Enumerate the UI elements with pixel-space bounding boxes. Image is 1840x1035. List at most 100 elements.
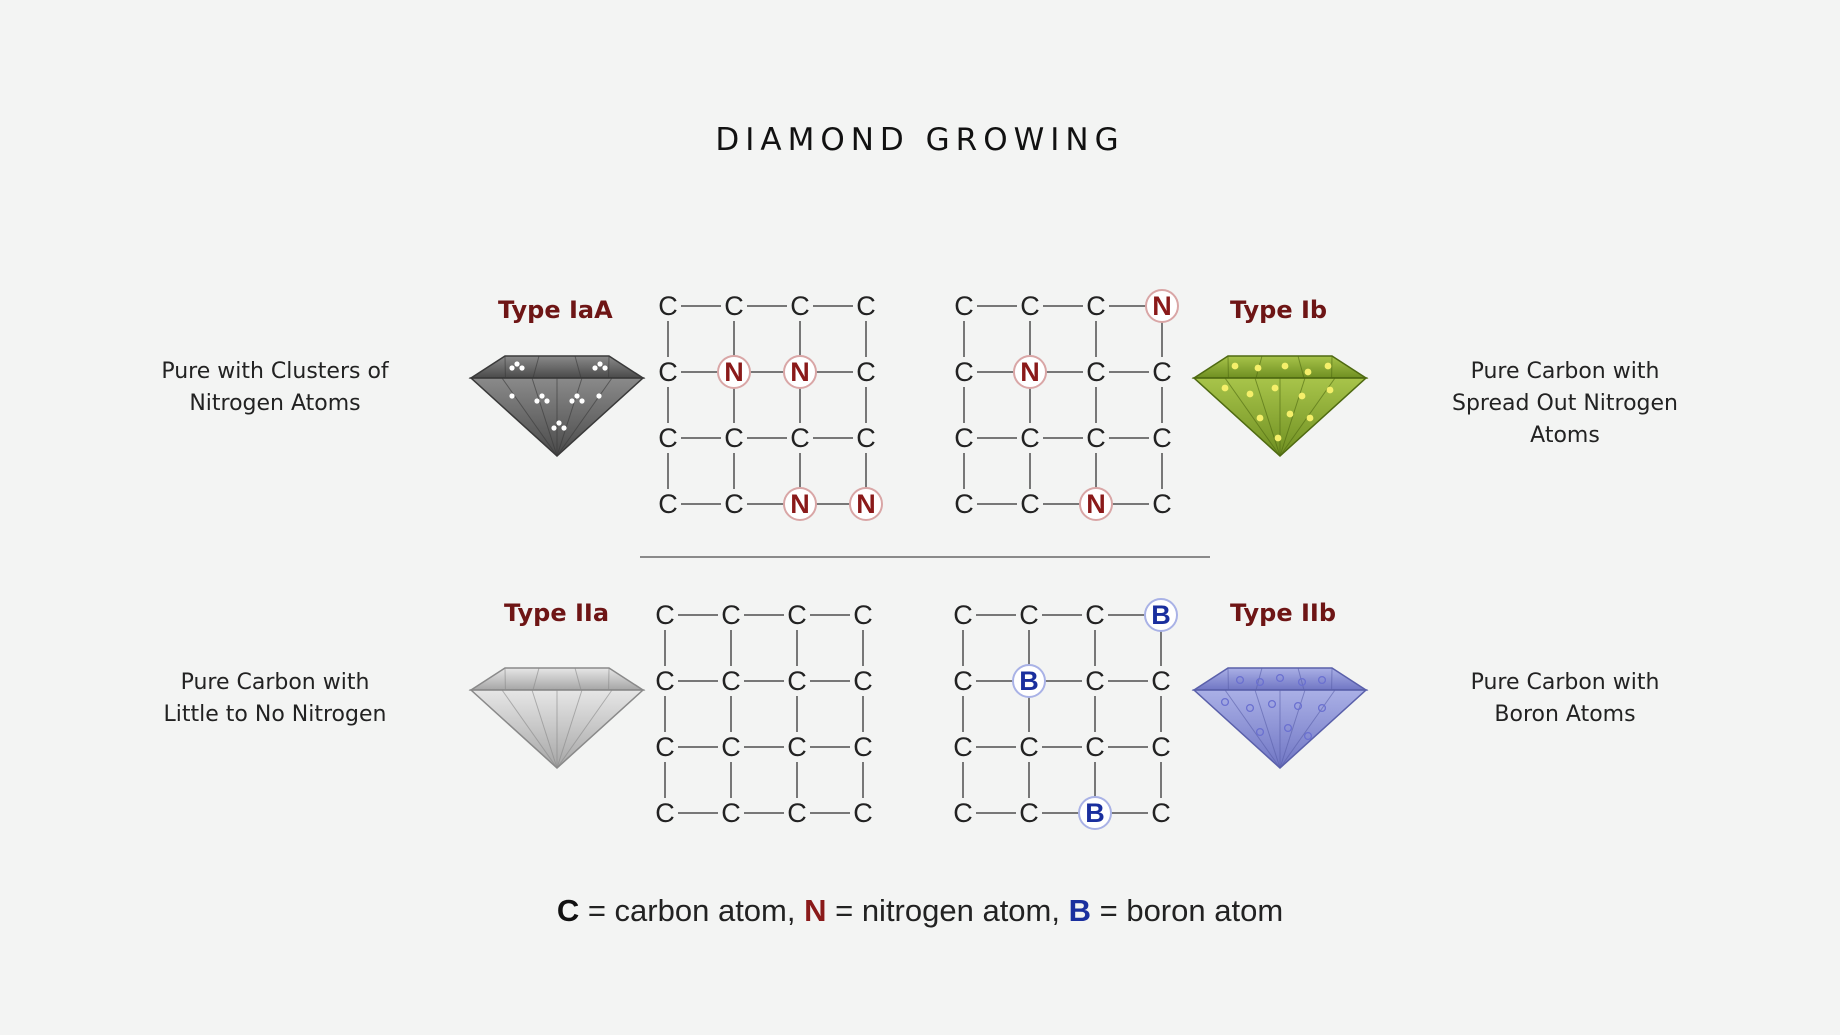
carbon-atom: C	[658, 357, 678, 387]
description-line: Pure Carbon with	[180, 670, 370, 695]
description-type-iia: Pure Carbon with Little to No Nitrogen	[110, 667, 440, 731]
nitrogen-atom-ring	[1079, 487, 1113, 521]
carbon-atom: C	[1019, 732, 1039, 762]
carbon-atom: C	[655, 798, 675, 828]
carbon-atom: C	[1019, 798, 1039, 828]
nitrogen-atom-ring	[783, 355, 817, 389]
carbon-atom: C	[1086, 357, 1106, 387]
boron-atom: B	[1085, 798, 1105, 828]
description-type-iaa: Pure with Clusters of Nitrogen Atoms	[110, 356, 440, 420]
type-label-iia: Type IIa	[504, 599, 610, 627]
nitrogen-atom: N	[790, 357, 810, 387]
legend: C = carbon atom, N = nitrogen atom, B = …	[0, 893, 1840, 929]
carbon-atom: C	[721, 732, 741, 762]
carbon-atom: C	[655, 666, 675, 696]
nitrogen-atom-ring	[783, 487, 817, 521]
carbon-atom: C	[954, 489, 974, 519]
legend-carbon-symbol: C	[556, 893, 580, 928]
nitrogen-atom: N	[1020, 357, 1040, 387]
carbon-atom: C	[787, 600, 807, 630]
description-line: Pure Carbon with	[1470, 359, 1660, 384]
carbon-atom: C	[655, 600, 675, 630]
diamond-gem-icon	[468, 667, 646, 770]
carbon-atom: C	[1085, 732, 1105, 762]
nitrogen-atom-ring	[849, 487, 883, 521]
carbon-atom: C	[658, 489, 678, 519]
diamond-gem-icon	[468, 355, 646, 458]
carbon-atom: C	[1085, 600, 1105, 630]
carbon-atom: C	[853, 666, 873, 696]
description-type-iib: Pure Carbon with Boron Atoms	[1400, 667, 1730, 731]
carbon-atom: C	[658, 291, 678, 321]
carbon-atom: C	[856, 357, 876, 387]
carbon-atom: C	[787, 798, 807, 828]
page-title: DIAMOND GROWING	[715, 122, 1125, 158]
carbon-atom: C	[1151, 666, 1171, 696]
carbon-atom: C	[1152, 357, 1172, 387]
nitrogen-atom: N	[1086, 489, 1106, 519]
carbon-atom: C	[853, 798, 873, 828]
type-label-iib: Type IIb	[1230, 599, 1337, 627]
description-type-ib: Pure Carbon with Spread Out Nitrogen Ato…	[1400, 356, 1730, 452]
carbon-atom: C	[655, 732, 675, 762]
carbon-atom: C	[790, 291, 810, 321]
carbon-atom: C	[787, 732, 807, 762]
carbon-atom: C	[1020, 291, 1040, 321]
carbon-atom: C	[853, 732, 873, 762]
carbon-atom: C	[953, 666, 973, 696]
diamond-gem-icon	[1191, 355, 1369, 458]
carbon-atom: C	[721, 666, 741, 696]
carbon-atom: C	[1020, 489, 1040, 519]
carbon-atom: C	[721, 798, 741, 828]
carbon-atom: C	[1152, 423, 1172, 453]
carbon-atom: C	[1152, 489, 1172, 519]
carbon-atom: C	[1019, 600, 1039, 630]
carbon-atom: C	[856, 423, 876, 453]
type-label-iaa: Type IaA	[498, 296, 613, 324]
carbon-atom: C	[1151, 798, 1171, 828]
carbon-atom: C	[721, 600, 741, 630]
carbon-atom: C	[1020, 423, 1040, 453]
diamond-gem-icon	[1191, 667, 1369, 770]
description-line: Atoms	[1530, 423, 1600, 448]
description-line: Nitrogen Atoms	[189, 391, 361, 416]
nitrogen-atom: N	[790, 489, 810, 519]
boron-atom: B	[1019, 666, 1039, 696]
legend-boron-text: = boron atom	[1091, 893, 1284, 928]
carbon-atom: C	[953, 732, 973, 762]
description-line: Pure with Clusters of	[161, 359, 389, 384]
boron-atom-ring	[1144, 598, 1178, 632]
carbon-atom: C	[1151, 732, 1171, 762]
description-line: Boron Atoms	[1494, 702, 1636, 727]
carbon-atom: C	[658, 423, 678, 453]
description-line: Little to No Nitrogen	[163, 702, 387, 727]
carbon-atom: C	[724, 423, 744, 453]
nitrogen-atom-ring	[1013, 355, 1047, 389]
description-line: Spread Out Nitrogen	[1451, 391, 1678, 416]
carbon-atom: C	[954, 423, 974, 453]
carbon-atom: C	[790, 423, 810, 453]
carbon-atom: C	[856, 291, 876, 321]
legend-carbon-text: = carbon atom,	[579, 893, 805, 928]
legend-boron-symbol: B	[1068, 893, 1091, 928]
legend-nitrogen-text: = nitrogen atom,	[826, 893, 1069, 928]
description-line: Pure Carbon with	[1470, 670, 1660, 695]
carbon-atom: C	[724, 291, 744, 321]
nitrogen-atom: N	[1152, 291, 1172, 321]
type-label-ib: Type Ib	[1230, 296, 1328, 324]
nitrogen-atom-ring	[1145, 289, 1179, 323]
boron-atom-ring	[1012, 664, 1046, 698]
carbon-atom: C	[1086, 291, 1106, 321]
carbon-atom: C	[853, 600, 873, 630]
carbon-atom: C	[954, 291, 974, 321]
carbon-atom: C	[787, 666, 807, 696]
nitrogen-atom: N	[724, 357, 744, 387]
carbon-atom: C	[953, 600, 973, 630]
boron-atom: B	[1151, 600, 1171, 630]
nitrogen-atom-ring	[717, 355, 751, 389]
carbon-atom: C	[1086, 423, 1106, 453]
